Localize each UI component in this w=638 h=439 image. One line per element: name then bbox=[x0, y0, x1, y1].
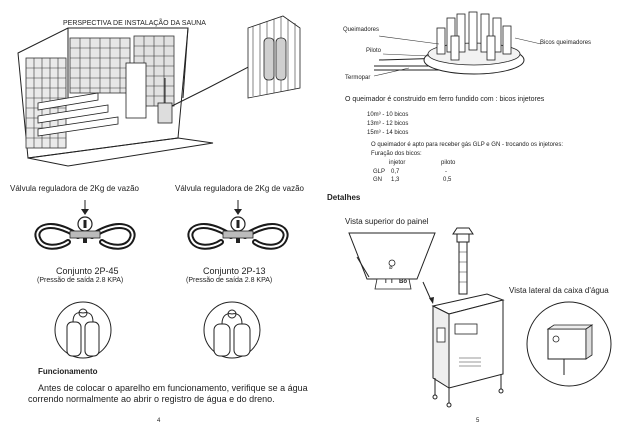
operation-heading: Funcionamento bbox=[38, 367, 98, 376]
regulator-hose-drawing bbox=[187, 200, 289, 250]
glp-injector: 0,7 bbox=[391, 169, 400, 175]
glp-pilot: - bbox=[445, 169, 447, 175]
chimney bbox=[458, 241, 468, 295]
burner-drawing bbox=[373, 11, 542, 77]
gas-cylinder bbox=[213, 323, 231, 357]
page-number-right: 5 bbox=[476, 418, 480, 424]
gas-cylinder-shelter bbox=[247, 15, 301, 99]
panel-symbol: ⌀ bbox=[389, 265, 393, 271]
label-burner-nozzles: Bicos queimadores bbox=[540, 40, 592, 46]
gn-label: GN bbox=[373, 177, 382, 183]
page-right: Queimadores Piloto Bicos queimadores Ter… bbox=[319, 0, 638, 439]
cylinder-pair-b-drawing bbox=[203, 301, 261, 359]
sauna-figure-title: PERSPECTIVA DE INSTALAÇÃO DA SAUNA bbox=[63, 20, 206, 27]
glp-label: GLP bbox=[373, 169, 386, 175]
sauna-installation-figure: PERSPECTIVA DE INSTALAÇÃO DA SAUNA bbox=[8, 8, 308, 173]
label-pilot: Piloto bbox=[366, 48, 382, 54]
panel-button-b: I bbox=[391, 279, 393, 285]
sauna-perspective-drawing bbox=[17, 15, 301, 167]
material-note: O queimador é construido em ferro fundid… bbox=[345, 96, 545, 103]
valve-a-caption: Válvula reguladora de 2Kg de vazão bbox=[10, 184, 139, 193]
gas-cylinder bbox=[263, 37, 275, 81]
nozzle-count-10: 10m³ - 10 bicos bbox=[367, 112, 409, 118]
panel-top-view-label: Vista superior do painel bbox=[345, 217, 429, 226]
gn-pilot: 0,5 bbox=[443, 177, 452, 183]
water-box bbox=[547, 328, 587, 360]
operation-text-line-1: Antes de colocar o aparelho em funcionam… bbox=[38, 383, 308, 393]
burner-figure: Queimadores Piloto Bicos queimadores Ter… bbox=[319, 0, 638, 95]
label-thermocouple: Termopar bbox=[345, 75, 371, 81]
panel-mark: Bo bbox=[399, 279, 407, 285]
gas-cylinder bbox=[66, 321, 82, 357]
hole-note: Furação dos bicos: bbox=[371, 151, 422, 157]
set-a-pressure: (Pressão de saída 2.8 KPA) bbox=[37, 277, 124, 284]
set-b-pressure: (Pressão de saída 2.8 KPA) bbox=[186, 277, 273, 284]
page-number-left: 4 bbox=[157, 418, 161, 424]
heater-unit bbox=[157, 102, 173, 124]
set-a-name: Conjunto 2P-45 bbox=[56, 266, 119, 276]
heater-unit-drawing bbox=[422, 227, 505, 408]
box-side-view-drawing bbox=[526, 301, 612, 387]
burner-nozzles bbox=[436, 11, 512, 61]
set-b-name: Conjunto 2P-13 bbox=[203, 266, 266, 276]
gn-injector: 1,3 bbox=[391, 177, 400, 183]
panel-button-a: I bbox=[385, 279, 387, 285]
table-head-pilot: piloto bbox=[441, 160, 456, 166]
label-burners: Queimadores bbox=[343, 27, 380, 33]
operation-text-line-2: correndo normalmente ao abrir o registro… bbox=[28, 394, 275, 404]
valve-b-caption: Válvula reguladora de 2Kg de vazão bbox=[175, 184, 304, 193]
page-left: PERSPECTIVA DE INSTALAÇÃO DA SAUNA Válvu… bbox=[8, 8, 308, 424]
gas-note: O queimador é apto para receber gás GLP … bbox=[371, 142, 563, 148]
regulator-hose-drawing bbox=[34, 200, 136, 250]
table-head-injector: injetor bbox=[389, 160, 406, 166]
heater-unit-figure bbox=[419, 227, 529, 408]
box-side-view-label: Vista lateral da caixa d'água bbox=[509, 286, 609, 295]
details-heading: Detalhes bbox=[327, 193, 361, 202]
nozzle-count-13: 13m³ - 12 bicos bbox=[367, 121, 409, 127]
regulator-set-a-figure bbox=[30, 198, 140, 262]
gas-cylinder bbox=[84, 321, 100, 357]
sauna-door bbox=[125, 62, 147, 119]
panel-top-view-figure: ⌀ I I Bo bbox=[347, 229, 437, 291]
sauna-benches bbox=[37, 92, 119, 137]
nozzle-count-15: 15m³ - 14 bicos bbox=[367, 130, 409, 136]
regulator-set-b-figure bbox=[183, 198, 293, 262]
gas-cylinder bbox=[275, 37, 287, 81]
panel-top-view-drawing bbox=[348, 232, 436, 290]
cylinder-pair-a-drawing bbox=[54, 301, 112, 359]
gas-cylinder bbox=[233, 323, 251, 357]
